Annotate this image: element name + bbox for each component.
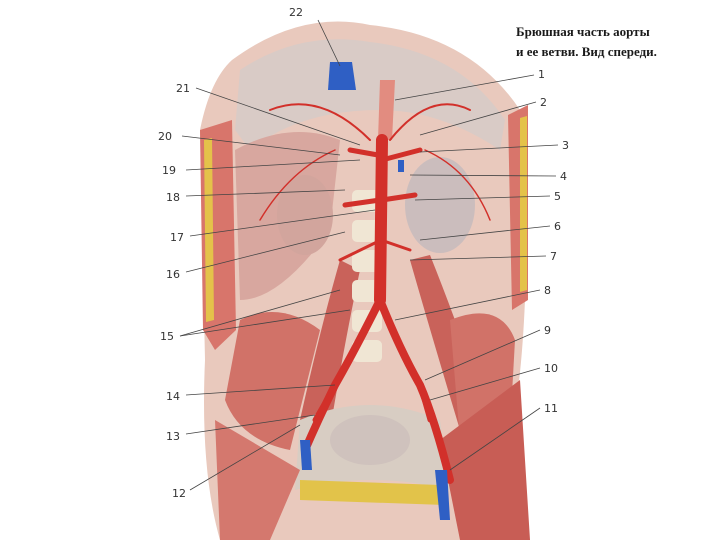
- psoas-muscle-left: [300, 260, 360, 430]
- label-11: 11: [544, 402, 558, 415]
- thigh-muscle-right: [440, 380, 530, 540]
- right-kidney: [405, 157, 475, 253]
- fat-layer-left: [204, 138, 214, 322]
- aorta-tree: [259, 103, 491, 484]
- label-15: 15: [160, 330, 174, 343]
- label-16: 16: [166, 268, 180, 281]
- vein-renal: [398, 160, 404, 172]
- thigh-muscle-left: [215, 420, 300, 540]
- label-17: 17: [170, 231, 184, 244]
- label-1: 1: [538, 68, 545, 81]
- label-14: 14: [166, 390, 180, 403]
- figure-labels: 22 1 2 3 4 5 6 7 8 9 10 11 12 13 14 15 1…: [158, 6, 569, 500]
- figure-caption: Брюшная часть аорты и ее ветви. Вид спер…: [516, 22, 716, 62]
- label-20: 20: [158, 130, 172, 143]
- vein-top: [328, 62, 356, 90]
- label-9: 9: [544, 324, 551, 337]
- iliacus-left: [225, 312, 320, 450]
- label-22: 22: [289, 6, 303, 19]
- vein-left-iliac: [300, 440, 312, 470]
- label-2: 2: [540, 96, 547, 109]
- label-8: 8: [544, 284, 551, 297]
- caption-line-1: Брюшная часть аорты: [516, 24, 650, 39]
- leader-lines: [179, 19, 559, 491]
- esophagus: [378, 80, 395, 140]
- label-3: 3: [562, 139, 569, 152]
- bladder: [330, 415, 410, 465]
- label-21: 21: [176, 82, 190, 95]
- label-5: 5: [554, 190, 561, 203]
- vein-right-iliac: [435, 470, 450, 520]
- label-12: 12: [172, 487, 186, 500]
- label-6: 6: [554, 220, 561, 233]
- label-13: 13: [166, 430, 180, 443]
- left-kidney: [277, 175, 333, 255]
- label-4: 4: [560, 170, 567, 183]
- label-10: 10: [544, 362, 558, 375]
- caption-line-2: и ее ветви. Вид спереди.: [516, 44, 657, 59]
- label-18: 18: [166, 191, 180, 204]
- fat-layer-right: [520, 116, 527, 292]
- label-19: 19: [162, 164, 176, 177]
- label-7: 7: [550, 250, 557, 263]
- diaphragm: [235, 39, 505, 150]
- inguinal-fat: [300, 480, 445, 505]
